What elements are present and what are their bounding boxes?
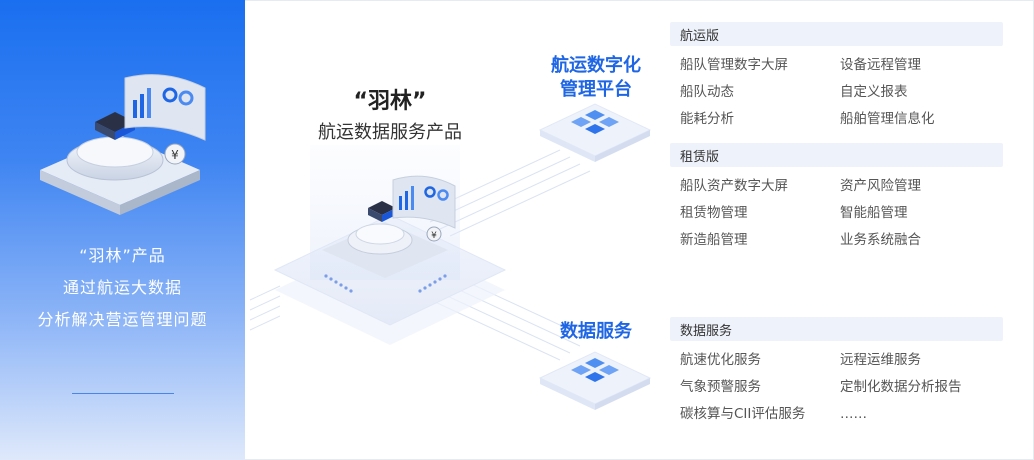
section-title: 数据服务	[680, 324, 733, 339]
section-title: 租赁版	[680, 150, 720, 165]
list-item: 气象预警服务	[680, 379, 761, 395]
svg-text:¥: ¥	[171, 148, 179, 162]
svg-text:¥: ¥	[431, 231, 437, 241]
list-item: 船队资产数字大屏	[680, 178, 788, 194]
platform-top-line-1: 航运数字化	[551, 55, 641, 76]
product-title-block: “羽林” 航运数据服务产品	[300, 88, 480, 146]
list-item: 租赁物管理	[680, 205, 748, 221]
product-subtitle: 航运数据服务产品	[318, 122, 462, 143]
section-title: 航运版	[680, 29, 720, 44]
section-header-shipping: 航运版	[670, 22, 1003, 46]
list-item: 新造船管理	[680, 232, 748, 248]
list-item: 船队动态	[680, 84, 734, 100]
left-banner: ¥ “羽林”产品 通过航运大数据 分析解决营运管理问题	[0, 0, 245, 460]
list-item: 资产风险管理	[840, 178, 921, 194]
list-item: 智能船管理	[840, 205, 908, 221]
list-item: 远程运维服务	[840, 352, 921, 368]
list-item: ……	[840, 406, 867, 422]
section-header-data-service: 数据服务	[670, 317, 1003, 341]
list-item: 航速优化服务	[680, 352, 761, 368]
left-line-2: 通过航运大数据	[62, 278, 182, 297]
platform-top-line-2: 管理平台	[560, 79, 632, 100]
list-item: 自定义报表	[840, 84, 908, 100]
left-tagline: “羽林”产品 通过航运大数据 分析解决营运管理问题	[0, 240, 245, 336]
platform-illustration-small: ¥	[40, 74, 206, 215]
list-item: 设备远程管理	[840, 57, 921, 73]
list-item: 碳核算与CII评估服务	[680, 406, 806, 422]
platform-bottom-label: 数据服务	[560, 321, 632, 342]
platform-top-label: 航运数字化 管理平台	[548, 54, 644, 102]
platform-tile-top	[538, 103, 652, 162]
list-item: 船队管理数字大屏	[680, 57, 788, 73]
list-item: 能耗分析	[680, 111, 734, 127]
list-item: 船舶管理信息化	[840, 111, 935, 127]
section-header-leasing: 租赁版	[670, 143, 1003, 167]
left-line-3: 分析解决营运管理问题	[37, 310, 208, 329]
platform-tile-bottom	[538, 351, 652, 410]
list-item: 业务系统融合	[840, 232, 921, 248]
list-item: 定制化数据分析报告	[840, 379, 962, 395]
left-line-1: “羽林”产品	[79, 246, 166, 265]
left-divider	[72, 393, 174, 394]
product-quote-title: “羽林”	[353, 89, 427, 114]
